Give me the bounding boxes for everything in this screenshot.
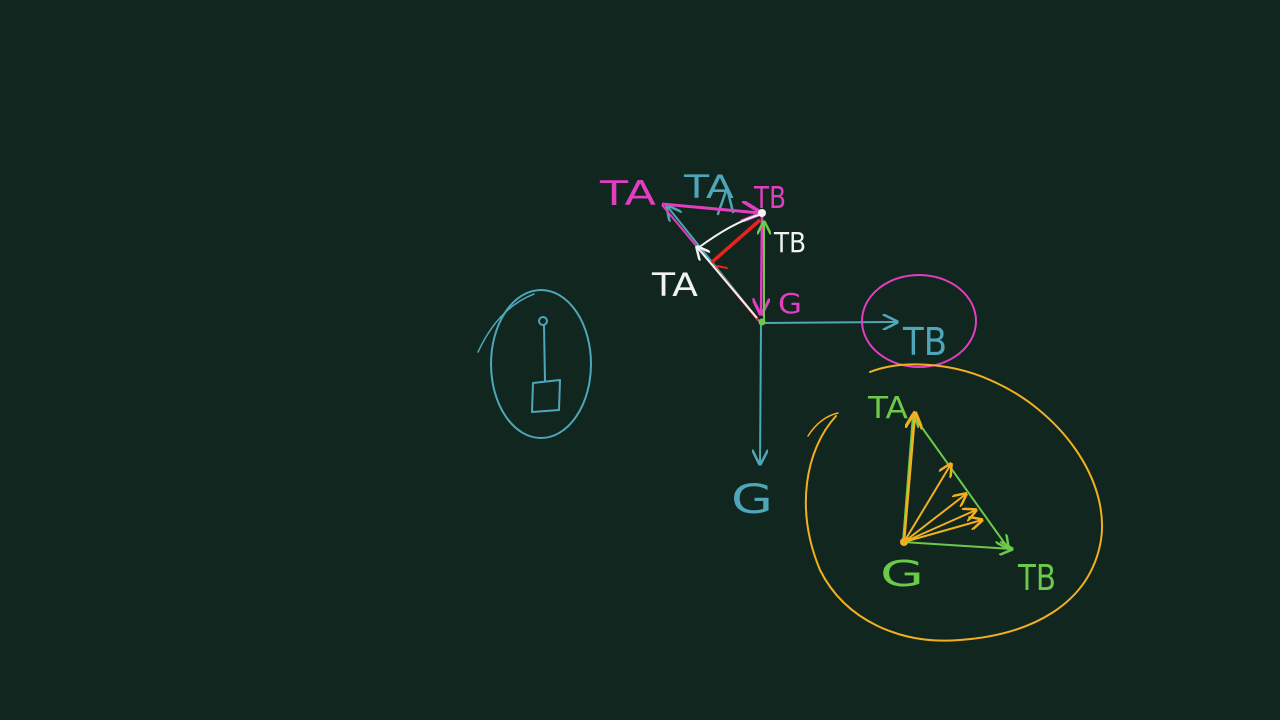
label-tb-green: TB [1017,558,1056,599]
white-tb-curve [697,213,763,249]
yellow-fan-5 [903,520,982,543]
yellow-fan-3 [903,494,966,543]
yellow-fan-4 [903,510,976,543]
label-g-teal-bottom: G [731,477,773,523]
label-ta-teal-top: TA [683,168,734,206]
teal-circle-left [490,289,592,439]
yellow-origin-dot [900,538,908,546]
red-tb-line [709,218,762,265]
ta-teal-small-arrow [716,186,735,216]
yellow-fan-1 [902,413,915,543]
yellow-circle-tail [807,412,839,437]
white-ta-line [697,247,758,319]
hanging-block-sketch [477,289,592,439]
red-arrow-head [716,265,728,269]
yellow-fan-2 [903,464,951,543]
force-triangle-detail [804,363,1104,642]
rope-line [543,324,546,383]
white-top-dot [758,209,766,217]
pivot-point [538,316,548,326]
origin-dot [758,318,766,326]
green-tb-vector [902,541,1012,549]
label-tb-white: TB [773,226,806,259]
force-diagram [661,186,897,464]
block-square [531,379,561,413]
label-tb-teal-right: TB [902,320,947,364]
magenta-g-line [761,214,762,314]
green-hyp-line [912,414,1008,548]
magenta-tb-line [661,204,760,213]
label-ta-magenta: TA [599,174,656,214]
label-ta-green: TA [867,391,909,426]
magenta-circle-tb [861,274,977,368]
label-ta-white: TA [651,266,698,304]
label-g-green: G [880,554,924,595]
g-vector-down [760,322,761,464]
label-tb-magenta-top: TB [753,181,786,216]
yellow-big-circle [804,363,1104,642]
teal-circle-left-tail [477,293,535,353]
label-g-magenta: G [778,287,802,320]
tb-vector-right [760,322,897,323]
